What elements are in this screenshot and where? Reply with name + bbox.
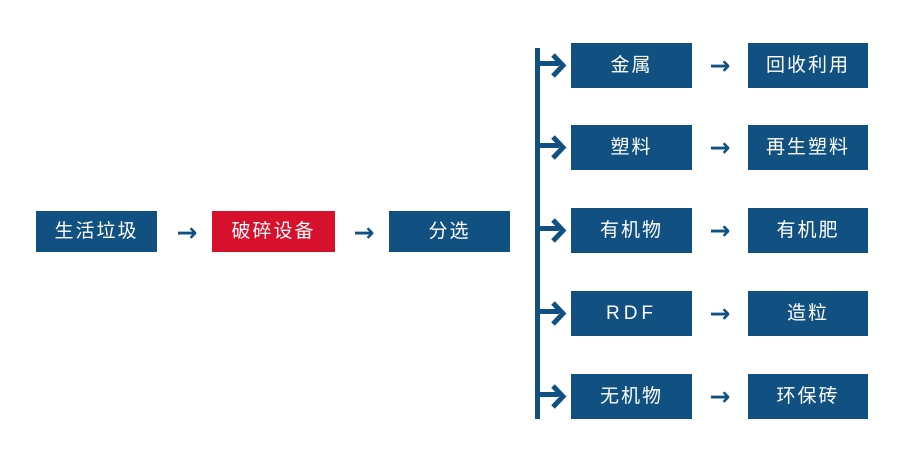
arrow-right-icon-branch-1: → (709, 51, 731, 80)
branch-connector-arrow-icon-2 (535, 125, 573, 170)
node-branch-product-5[interactable]: 环保砖 (748, 374, 868, 419)
node-branch-material-4[interactable]: RDF (571, 291, 692, 336)
node-branch-material-2[interactable]: 塑料 (571, 125, 692, 170)
node-branch-product-3[interactable]: 有机肥 (748, 208, 868, 253)
node-branch-material-1[interactable]: 金属 (571, 43, 692, 88)
arrow-right-icon-branch-2: → (709, 133, 731, 162)
branch-trunk-line (535, 48, 540, 419)
branch-connector-arrow-icon-3 (535, 208, 573, 253)
arrow-right-icon-branch-5: → (709, 382, 731, 411)
branch-connector-arrow-icon-1 (535, 43, 573, 88)
node-branch-product-2[interactable]: 再生塑料 (748, 125, 868, 170)
node-branch-material-5[interactable]: 无机物 (571, 374, 692, 419)
node-domestic-waste[interactable]: 生活垃圾 (36, 211, 157, 252)
arrow-right-icon-crusher-to-sorting: → (353, 217, 375, 247)
branch-connector-arrow-icon-4 (535, 291, 573, 336)
branch-connector-arrow-icon-5 (535, 374, 573, 419)
node-sorting[interactable]: 分选 (389, 211, 510, 252)
arrow-right-icon-branch-4: → (709, 299, 731, 328)
node-branch-material-3[interactable]: 有机物 (571, 208, 692, 253)
arrow-right-icon-waste-to-crusher: → (176, 217, 198, 247)
node-branch-product-1[interactable]: 回收利用 (748, 43, 868, 88)
node-crushing-equipment[interactable]: 破碎设备 (212, 211, 335, 252)
arrow-right-icon-branch-3: → (709, 216, 731, 245)
node-branch-product-4[interactable]: 造粒 (748, 291, 868, 336)
